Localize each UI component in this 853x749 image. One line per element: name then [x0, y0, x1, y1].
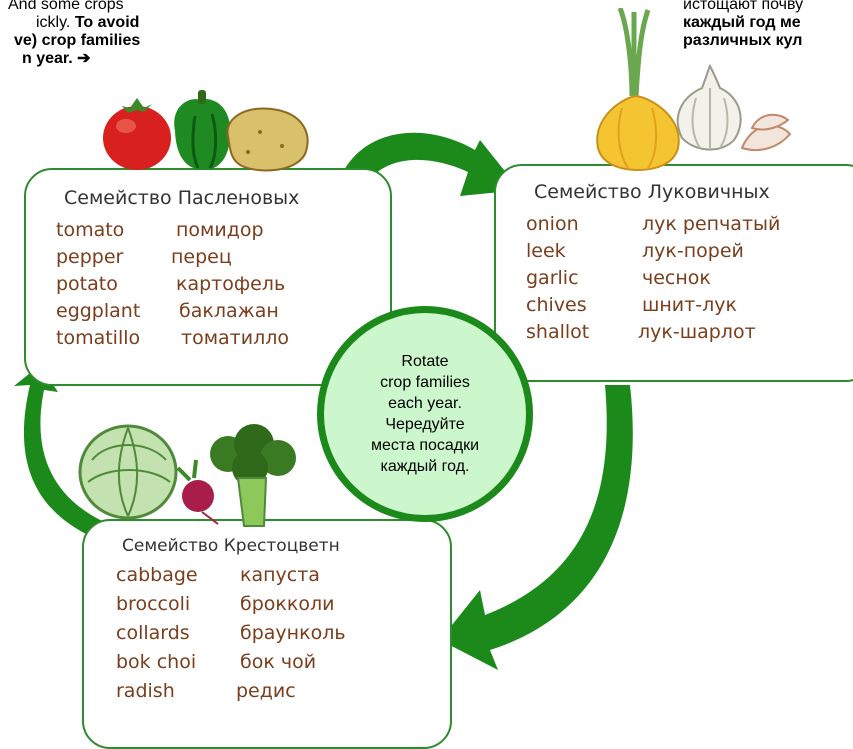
- allium-vegetables: [592, 8, 802, 173]
- center-line: Rotate: [401, 351, 448, 372]
- garlic-icon: [678, 66, 790, 150]
- nightshade-vegetables: [100, 86, 315, 176]
- rotate-center-circle: Rotate crop families each year. Чередуйт…: [317, 306, 533, 522]
- radish-icon: [178, 460, 218, 524]
- broccoli-icon: [210, 424, 296, 526]
- brassica-family-title: Семейство Крестоцветн: [122, 536, 348, 556]
- potato-icon: [228, 108, 308, 170]
- nightshade-family-title: Семейство Пасленовых: [64, 187, 299, 209]
- intro-text-left: And some crops ickly. To avoid ve) crop …: [0, 0, 140, 68]
- center-line: каждый год.: [381, 456, 470, 477]
- cabbage-icon: [80, 426, 176, 518]
- pepper-icon: [174, 90, 230, 170]
- brassica-vegetables: [78, 420, 308, 530]
- center-line: each year.: [388, 393, 462, 414]
- onion-icon: [597, 8, 679, 170]
- tomato-icon: [103, 98, 171, 170]
- allium-family-title: Семейство Луковичных: [534, 181, 770, 203]
- center-line: Чередуйте: [385, 414, 464, 435]
- center-line: crop families: [380, 372, 470, 393]
- center-line: места посадки: [371, 435, 479, 456]
